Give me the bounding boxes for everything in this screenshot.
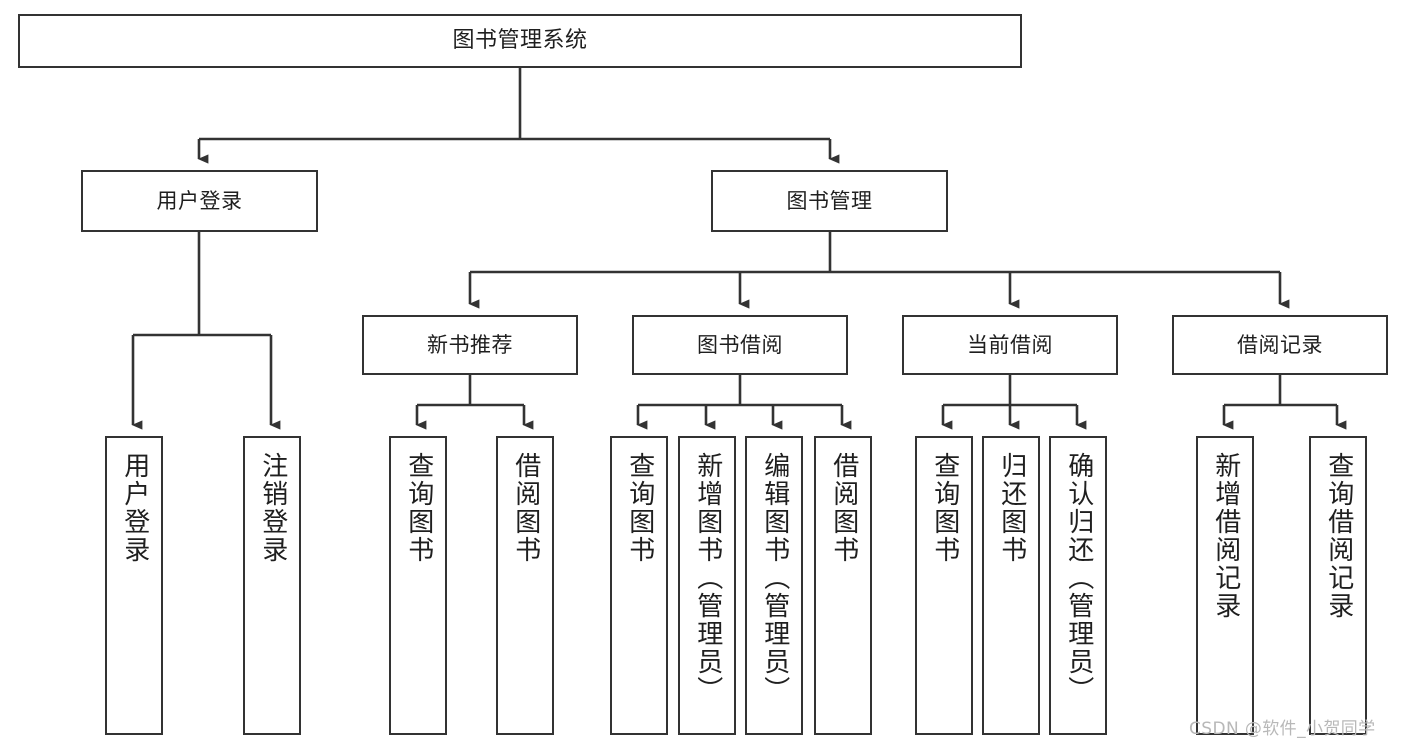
node-book-borrow[interactable]: 图书借阅 — [632, 315, 848, 375]
node-label: 图书借阅 — [697, 332, 783, 357]
leaf-current-return-book[interactable]: 归还图书 — [982, 436, 1040, 735]
node-user-login[interactable]: 用户登录 — [81, 170, 318, 232]
node-label: 注销登录 — [257, 452, 288, 564]
node-label: 归还图书 — [996, 452, 1027, 564]
leaf-current-confirm-return-admin[interactable]: 确认归还（管理员） — [1049, 436, 1107, 735]
node-label: 当前借阅 — [967, 332, 1053, 357]
leaf-borrow-borrow-book[interactable]: 借阅图书 — [814, 436, 872, 735]
leaf-current-query-book[interactable]: 查询图书 — [915, 436, 973, 735]
node-label: 图书管理 — [786, 188, 873, 213]
node-label: 借阅图书 — [828, 452, 859, 564]
node-root-system[interactable]: 图书管理系统 — [18, 14, 1022, 68]
node-label: 新增借阅记录 — [1210, 452, 1241, 620]
csdn-watermark: CSDN @软件_小贺同学 — [1189, 719, 1376, 739]
node-label: 查询借阅记录 — [1323, 452, 1354, 620]
leaf-borrow-add-book-admin[interactable]: 新增图书（管理员） — [678, 436, 736, 735]
node-label: 借阅图书 — [510, 452, 541, 564]
node-label: 查询图书 — [929, 452, 960, 564]
node-label: 借阅记录 — [1237, 332, 1323, 357]
node-label: 新书推荐 — [427, 332, 513, 357]
leaf-borrow-query-book[interactable]: 查询图书 — [610, 436, 668, 735]
leaf-record-query-record[interactable]: 查询借阅记录 — [1309, 436, 1367, 735]
node-label: 确认归还（管理员） — [1063, 452, 1094, 704]
leaf-record-add-record[interactable]: 新增借阅记录 — [1196, 436, 1254, 735]
leaf-user-login-signout[interactable]: 注销登录 — [243, 436, 301, 735]
node-label: 编辑图书（管理员） — [759, 452, 790, 704]
node-current-borrow[interactable]: 当前借阅 — [902, 315, 1118, 375]
node-label: 图书管理系统 — [452, 28, 588, 54]
node-label: 新增图书（管理员） — [692, 452, 723, 704]
leaf-user-login-signin[interactable]: 用户登录 — [105, 436, 163, 735]
node-borrow-record[interactable]: 借阅记录 — [1172, 315, 1388, 375]
node-new-book-recommend[interactable]: 新书推荐 — [362, 315, 578, 375]
node-book-management[interactable]: 图书管理 — [711, 170, 948, 232]
leaf-recommend-query-book[interactable]: 查询图书 — [389, 436, 447, 735]
node-label: 查询图书 — [624, 452, 655, 564]
node-label: 用户登录 — [119, 452, 150, 564]
node-label: 用户登录 — [156, 188, 243, 213]
node-label: 查询图书 — [403, 452, 434, 564]
leaf-recommend-borrow-book[interactable]: 借阅图书 — [496, 436, 554, 735]
leaf-borrow-edit-book-admin[interactable]: 编辑图书（管理员） — [745, 436, 803, 735]
